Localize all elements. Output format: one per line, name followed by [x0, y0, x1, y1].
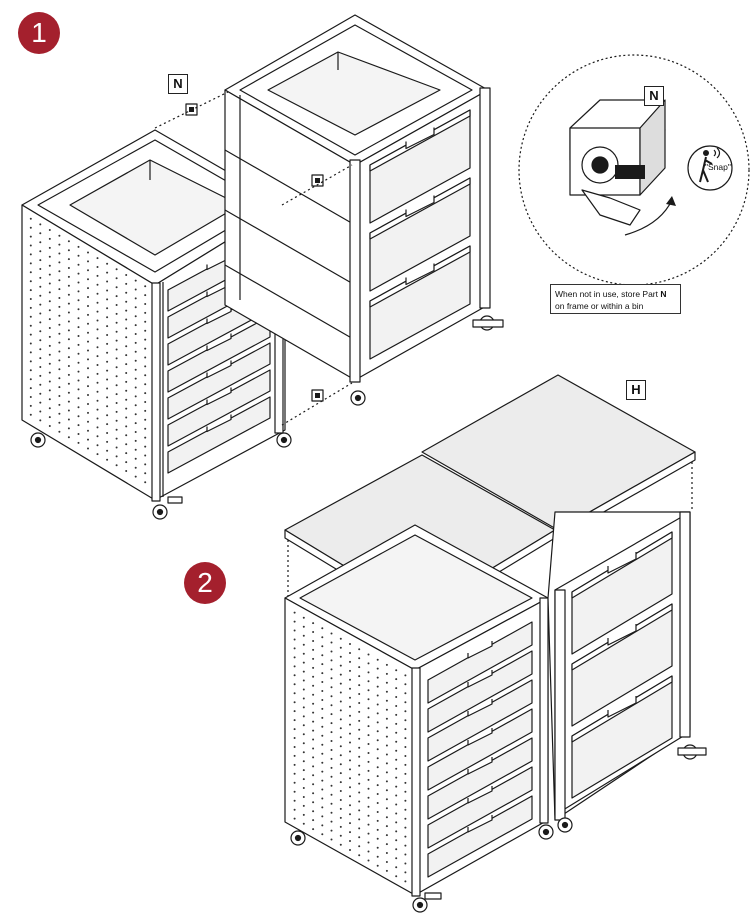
drawer-handle	[467, 728, 493, 746]
bin-cabinet-step2	[547, 511, 707, 833]
bin-handle	[607, 552, 637, 574]
drawer-handle	[467, 786, 493, 804]
note-line2: on frame or within a bin	[555, 301, 644, 311]
casters-step1	[30, 432, 292, 520]
pegboard-cabinet-step2	[284, 524, 554, 913]
drawer	[167, 342, 271, 420]
snap-label: "Snap"	[705, 162, 731, 172]
bin-cabinet-step1	[224, 14, 504, 406]
drawer	[427, 650, 533, 733]
part-n-connectors	[154, 91, 353, 426]
connector-detail-callout	[518, 54, 750, 286]
drawer	[167, 369, 271, 447]
drawer	[167, 396, 271, 474]
pegboard-holes-step2	[293, 611, 407, 883]
connector-clip-icon	[569, 99, 666, 226]
drawer	[427, 766, 533, 849]
large-bins-step1	[369, 109, 471, 360]
step-1-badge: 1	[18, 12, 60, 54]
drawer-handle	[467, 699, 493, 717]
bin-handle	[405, 195, 435, 218]
drawer	[167, 315, 271, 393]
pegboard-holes-step1	[29, 217, 147, 484]
drawer	[427, 737, 533, 820]
person-snap-icon	[687, 145, 733, 191]
note-line1-part: N	[660, 289, 667, 299]
storage-note: When not in use, store Part N on frame o…	[550, 284, 681, 314]
drawer-handle	[206, 333, 232, 352]
drawer-handle	[206, 414, 232, 433]
bin-handle	[405, 263, 435, 286]
drawer-handle	[467, 670, 493, 688]
bin-handle	[607, 624, 637, 646]
drawer	[427, 795, 533, 878]
large-bins-step2	[571, 531, 673, 799]
drawer-handle	[206, 360, 232, 379]
bin-handle	[607, 696, 637, 718]
drawer-stack-step2	[427, 621, 533, 878]
note-line1-prefix: When not in use, store Part	[555, 289, 661, 299]
part-h-tag: H	[626, 380, 646, 400]
drawer	[427, 621, 533, 704]
drawer	[427, 708, 533, 791]
drawer	[427, 679, 533, 762]
drawer-handle	[467, 641, 493, 659]
drawer-handle	[206, 387, 232, 406]
drawer-handle	[467, 815, 493, 833]
step-2-badge: 2	[184, 562, 226, 604]
part-n-detail-tag: N	[644, 86, 664, 106]
part-n-tag: N	[168, 74, 188, 94]
drawer-handle	[467, 757, 493, 775]
bin-handle	[405, 127, 435, 150]
